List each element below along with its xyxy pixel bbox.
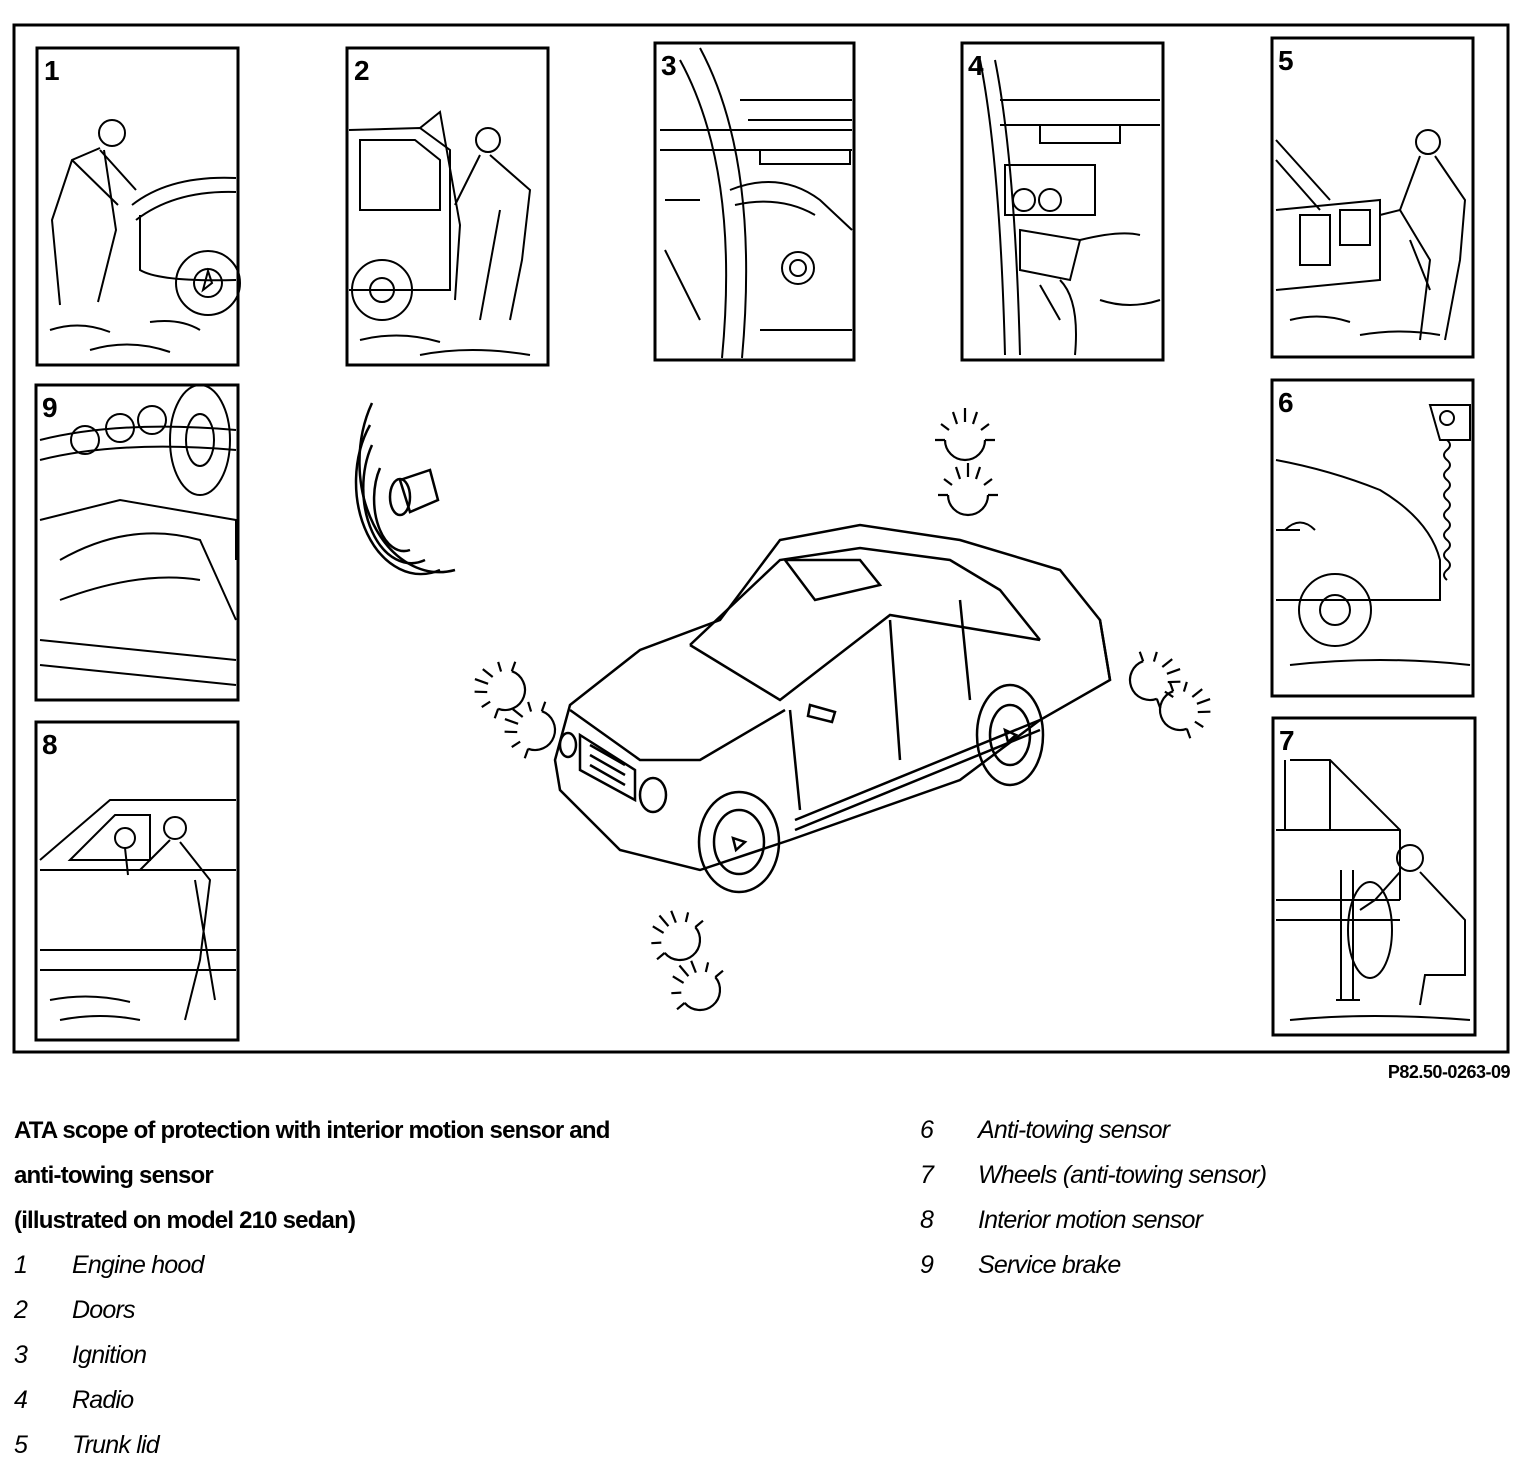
legend-item: 1 Engine hood bbox=[14, 1243, 204, 1288]
legend-number: 7 bbox=[920, 1161, 934, 1189]
panel-wheels: 7 bbox=[1271, 716, 1477, 1037]
caption-subtitle: (illustrated on model 210 sedan) bbox=[14, 1207, 356, 1234]
figure-reference: P82.50-0263-09 bbox=[1387, 1062, 1511, 1082]
panel-trunk-lid: 5 bbox=[1270, 36, 1475, 359]
legend-item: 9 Service brake bbox=[920, 1243, 1266, 1288]
panel-anti-towing-sensor: 6 bbox=[1270, 378, 1475, 698]
sedan-car bbox=[553, 523, 1112, 894]
legend-number: 1 bbox=[14, 1251, 28, 1279]
legend-label: Service brake bbox=[978, 1251, 1121, 1279]
legend-label: Interior motion sensor bbox=[978, 1206, 1203, 1234]
panel-number: 6 bbox=[1278, 387, 1294, 418]
legend-number: 5 bbox=[14, 1431, 28, 1459]
legend-number: 6 bbox=[920, 1116, 934, 1144]
panel-interior-motion-sensor: 8 bbox=[34, 720, 240, 1042]
caption-title-line: anti-towing sensor bbox=[14, 1162, 214, 1189]
panel-ignition: 3 bbox=[653, 41, 856, 362]
legend-label: Engine hood bbox=[72, 1251, 204, 1279]
legend-item: 5 Trunk lid bbox=[14, 1423, 204, 1468]
outer-frame bbox=[12, 23, 1510, 1054]
legend-number: 4 bbox=[14, 1386, 28, 1414]
legend-label: Doors bbox=[72, 1296, 135, 1324]
legend-number: 3 bbox=[14, 1341, 28, 1369]
motion-sensor-emitter bbox=[354, 402, 456, 576]
legend-item: 7 Wheels (anti-towing sensor) bbox=[920, 1153, 1267, 1198]
panel-number: 5 bbox=[1278, 45, 1294, 76]
legend-item: 6 Anti-towing sensor bbox=[920, 1108, 1266, 1153]
panel-number: 1 bbox=[44, 55, 60, 86]
legend-label: Ignition bbox=[72, 1341, 147, 1369]
panel-doors: 2 bbox=[345, 46, 550, 367]
panel-engine-hood: 1 bbox=[35, 46, 241, 367]
panel-number: 9 bbox=[42, 392, 58, 423]
panel-service-brake: 9 bbox=[34, 383, 240, 702]
legend-label: Radio bbox=[72, 1386, 134, 1414]
caption-title-line: ATA scope of protection with interior mo… bbox=[14, 1117, 610, 1144]
panel-radio: 4 bbox=[960, 41, 1165, 362]
panel-number: 2 bbox=[354, 55, 370, 86]
legend-item: 8 Interior motion sensor bbox=[920, 1198, 1266, 1243]
legend-number: 8 bbox=[920, 1206, 934, 1234]
legend-number: 2 bbox=[14, 1296, 28, 1324]
panel-number: 4 bbox=[968, 50, 984, 81]
panel-number: 3 bbox=[661, 50, 677, 81]
legend-item: 4 Radio bbox=[14, 1378, 204, 1423]
ata-protection-diagram: 1 2 3 bbox=[12, 23, 1510, 1054]
caption-title: ATA scope of protection with interior mo… bbox=[14, 1108, 714, 1243]
legend-label: Trunk lid bbox=[72, 1431, 160, 1459]
legend-item: 2 Doors bbox=[14, 1288, 204, 1333]
alarm-flash-bursts bbox=[474, 408, 1211, 1012]
legend-number: 9 bbox=[920, 1251, 934, 1279]
legend-label: Anti-towing sensor bbox=[978, 1116, 1170, 1144]
legend-list-left: 1 Engine hood 2 Doors 3 Ignition 4 Radio 5 Tr… bbox=[14, 1243, 204, 1468]
panel-number: 8 bbox=[42, 729, 58, 760]
legend-list-right: 6 Anti-towing sensor 7 Wheels (anti-towing… bbox=[920, 1108, 1267, 1288]
legend-label: Wheels (anti-towing sensor) bbox=[978, 1161, 1267, 1189]
panel-number: 7 bbox=[1279, 725, 1295, 756]
legend-item: 3 Ignition bbox=[14, 1333, 204, 1378]
